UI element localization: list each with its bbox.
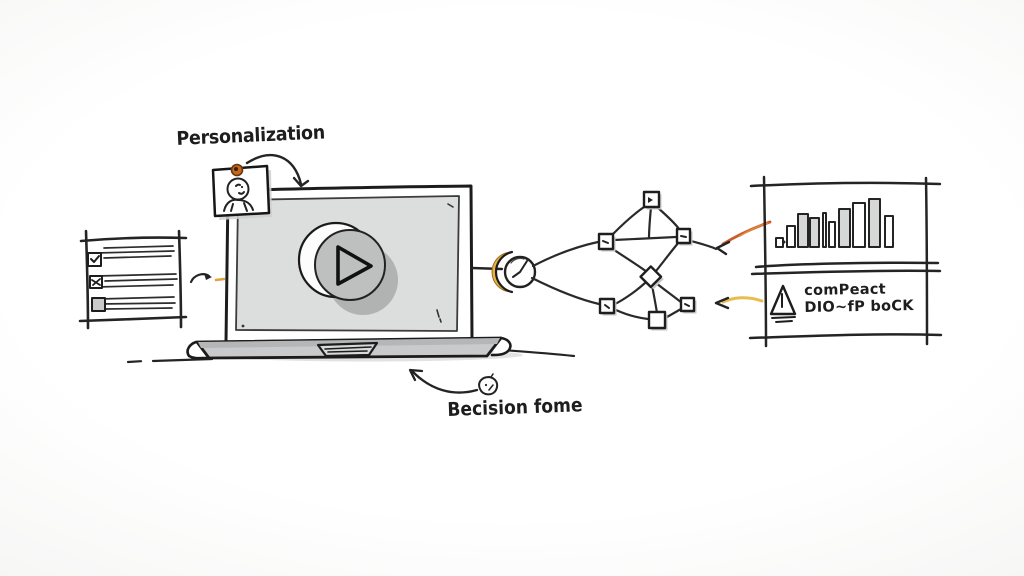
network-node [642,190,662,210]
right-panel-frame [748,175,943,348]
pin-icon-center [234,167,238,171]
ground-dash [126,360,143,364]
base-latch [316,341,379,358]
checklist-sketch [78,229,188,330]
alert-text-line1: comPeact [804,281,887,299]
laptop-connector-line [470,266,504,271]
orange-dash [214,277,226,282]
bar-chart-sketch [775,198,894,248]
chart-bar [868,198,881,248]
chart-bar [838,208,851,248]
network-node [598,297,617,316]
screen-corner-mark [241,324,245,328]
chart-bar [797,213,809,248]
decision-doodle-icon [478,373,499,396]
checkbox-icon [87,252,102,267]
chart-bar [822,212,827,248]
chart-bar [852,202,866,248]
chart-bar [786,225,796,248]
personalization-arrow [245,153,310,188]
chart-bar [828,221,836,248]
screen-corner-mark [447,203,454,208]
network-node [675,227,693,246]
base-latch-lines [324,346,372,353]
base-left-foot [186,340,208,360]
clock-hands [512,260,528,278]
checkmark-icon [90,255,100,263]
chart-dot-mark [782,240,786,244]
network-node-diamond [639,265,664,290]
avatar-card [211,163,272,220]
network-node [679,296,697,314]
chart-bar [775,237,784,248]
checkmark-icon [91,278,101,286]
base-right-foot [490,336,512,357]
chart-bar [809,217,820,248]
checklist-scribble-lines [95,245,178,310]
decision-label: Becision fome [447,394,583,421]
laptop-illustration [186,184,512,360]
play-button-icon [297,221,398,315]
laptop-base [186,336,512,360]
alert-text-line2: DIO~fP boCK [804,298,914,316]
orange-curve-arrow [715,220,772,256]
checklist-arrow [189,273,226,284]
checkbox-icon [91,297,106,312]
network-node [647,310,668,331]
alert-text: comPeact DIO~fP boCK [804,281,914,317]
warning-triangle-icon [769,284,797,323]
clock-icon [491,250,537,294]
checklist-frame [78,229,188,330]
person-icon [223,177,254,212]
decision-arrow [408,368,479,394]
yellow-curve-arrow [714,296,764,310]
play-triangle-icon [336,245,373,286]
network-node [597,232,616,252]
play-button-circle [314,229,386,301]
screen-corner-mark [436,309,442,323]
network-graph [530,190,718,331]
chart-bar [884,215,894,248]
